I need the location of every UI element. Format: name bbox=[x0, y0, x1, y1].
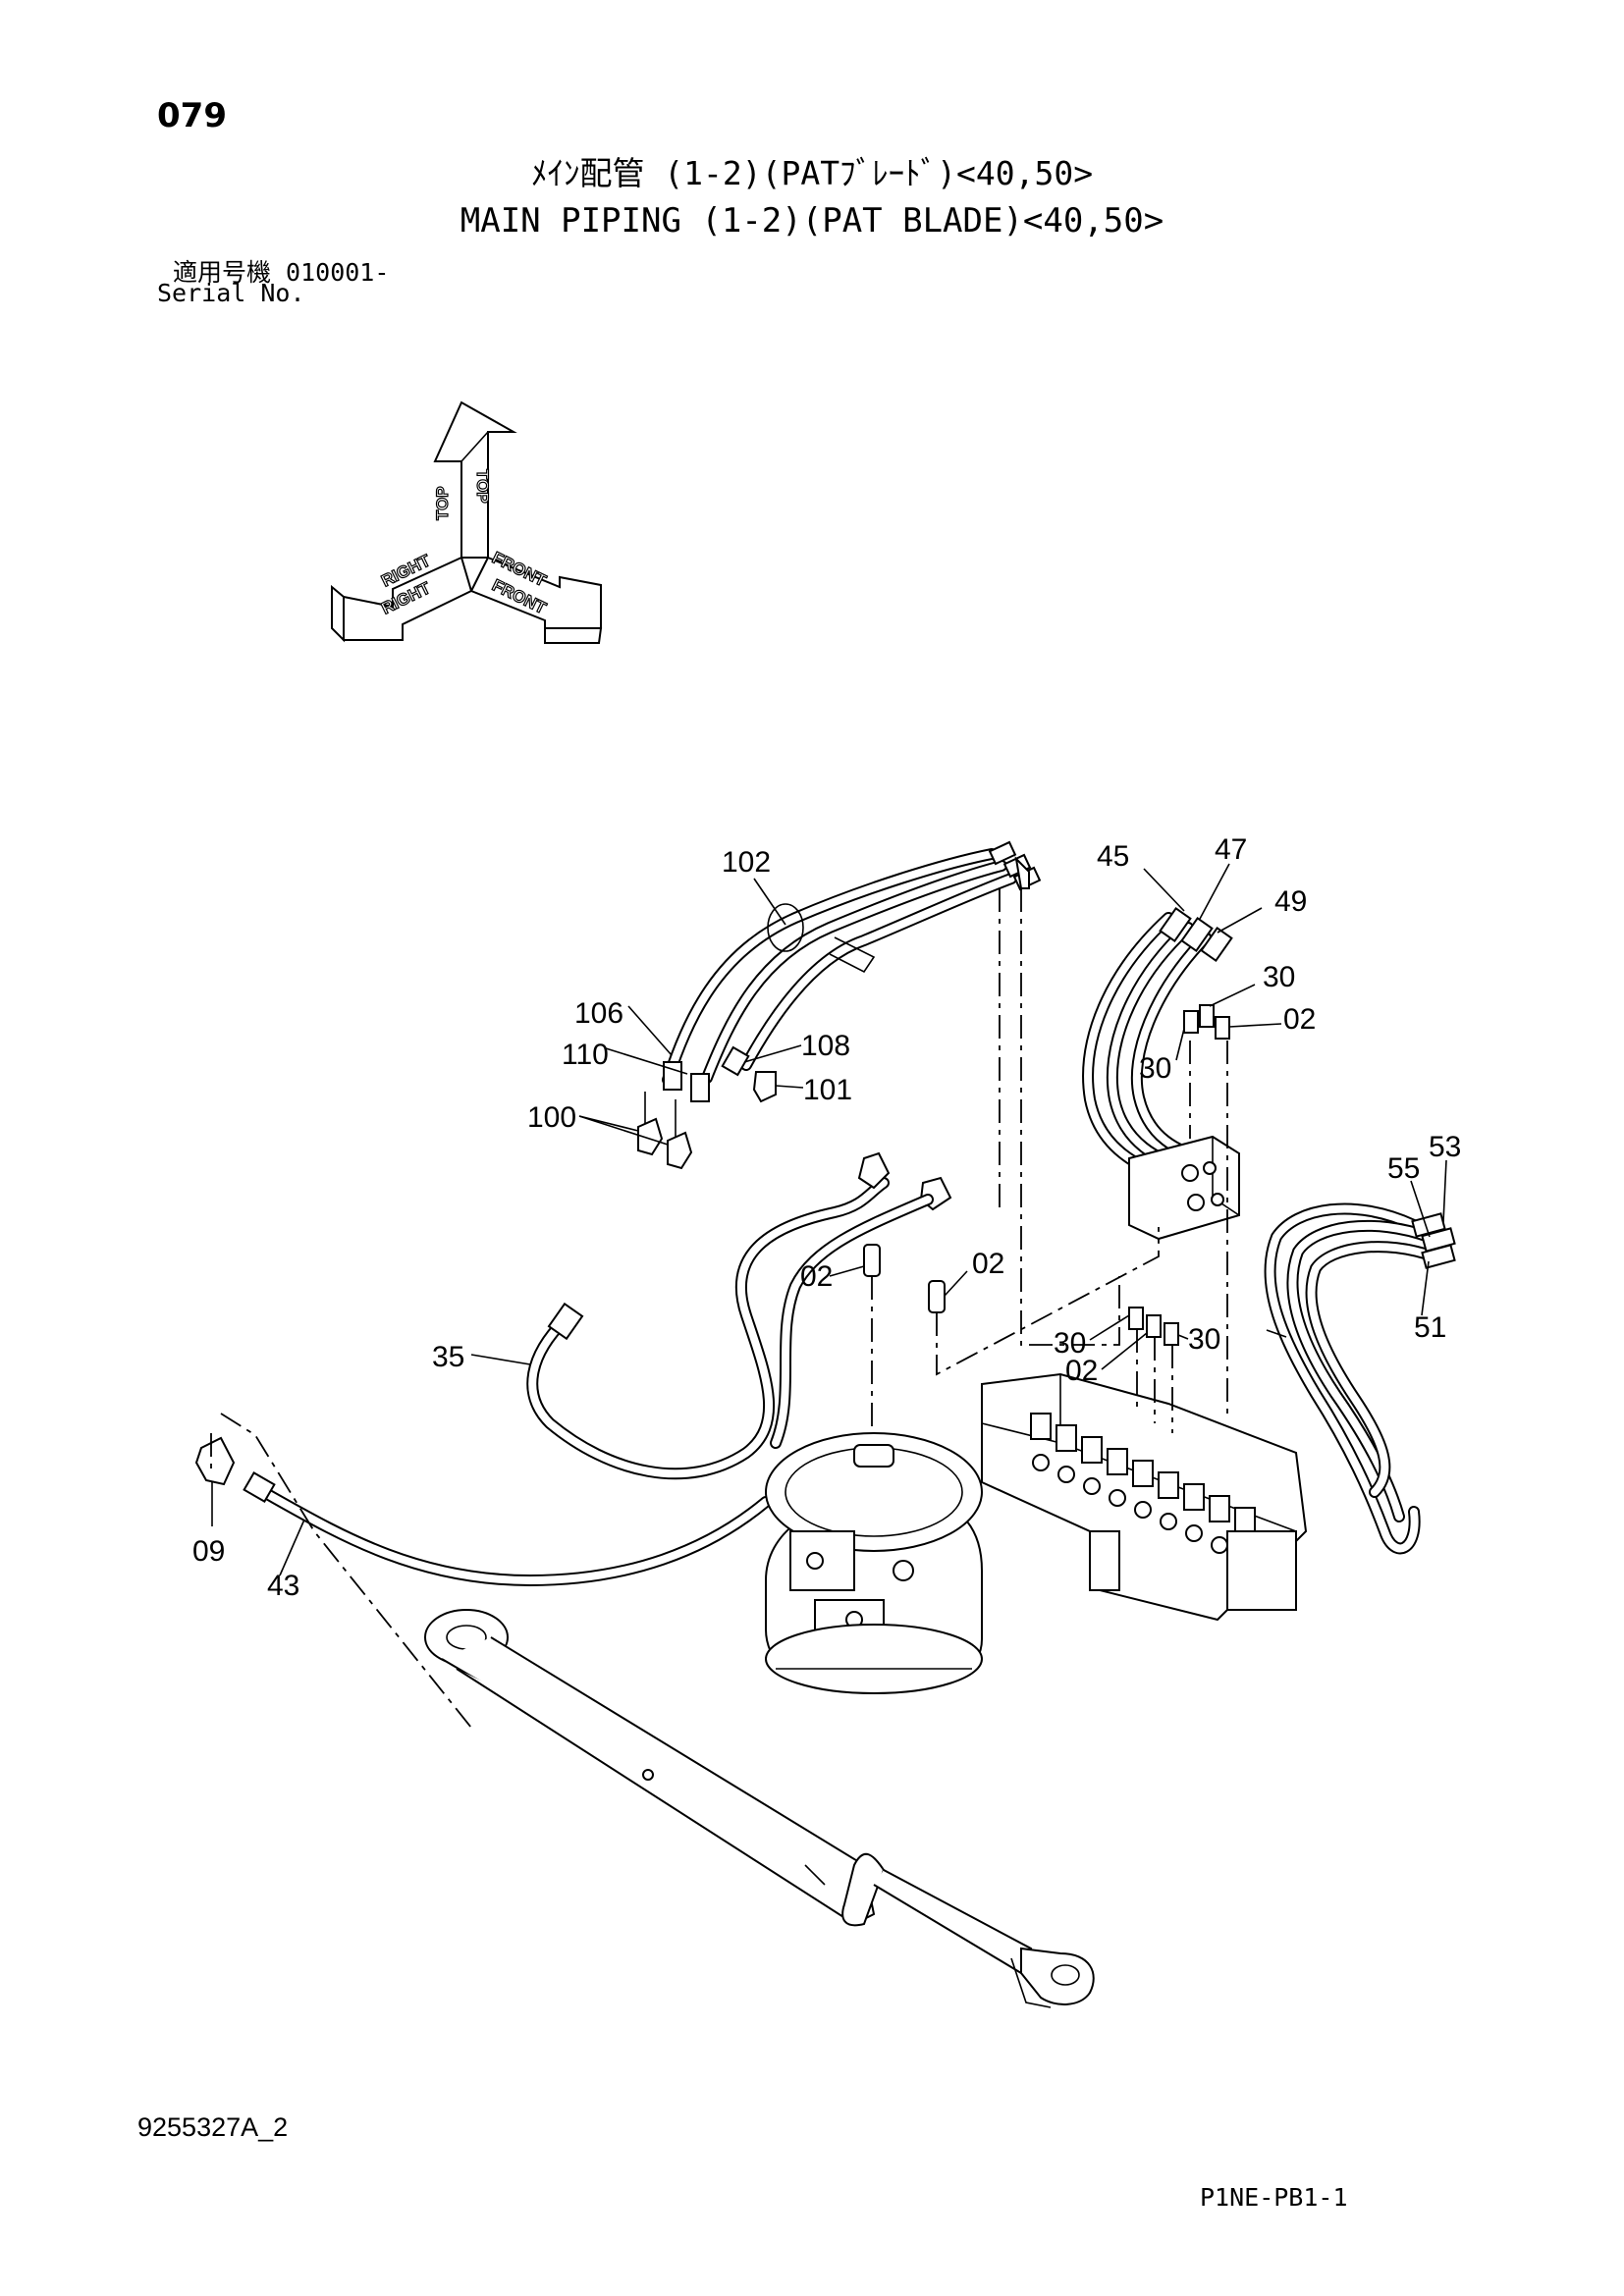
callout-09: 09 bbox=[192, 1535, 225, 1568]
valve-port bbox=[1057, 1466, 1075, 1483]
swing-motor bbox=[765, 1432, 983, 1694]
orientation-label-top-1: TOP bbox=[473, 469, 492, 504]
hose-assembly-45-47-49 bbox=[1082, 906, 1240, 1414]
callout-leaders bbox=[211, 863, 1447, 1576]
adapter-30-b bbox=[1199, 1004, 1215, 1028]
adapter-02-lower bbox=[1146, 1314, 1162, 1338]
callout-53: 53 bbox=[1429, 1131, 1461, 1163]
blade-cylinder bbox=[424, 1609, 1095, 2008]
valve-spool bbox=[1209, 1495, 1230, 1522]
fitting-110 bbox=[690, 1073, 710, 1102]
callout-100: 100 bbox=[527, 1101, 576, 1134]
valve-spool bbox=[1132, 1460, 1154, 1487]
callout-30-lower-right: 30 bbox=[1188, 1323, 1220, 1356]
left-arrow-face bbox=[331, 584, 345, 643]
valve-spool bbox=[1158, 1471, 1179, 1499]
callout-51: 51 bbox=[1414, 1311, 1446, 1344]
valve-port bbox=[1185, 1524, 1203, 1542]
callout-45: 45 bbox=[1097, 840, 1129, 873]
elbow-fitting-100b bbox=[667, 1131, 693, 1170]
callout-49: 49 bbox=[1274, 885, 1307, 918]
callout-43: 43 bbox=[267, 1570, 299, 1602]
valve-port bbox=[1134, 1501, 1152, 1519]
control-valve bbox=[981, 1307, 1308, 1622]
adapter-30-lower-right bbox=[1164, 1322, 1179, 1346]
valve-port bbox=[1211, 1536, 1228, 1554]
title-japanese: ﾒｲﾝ配管 (1-2)(PATﾌﾞﾚｰﾄﾞ)<40,50> bbox=[530, 154, 1094, 192]
hose-43 bbox=[194, 1413, 772, 1729]
valve-spool bbox=[1234, 1507, 1256, 1534]
valve-spool bbox=[1030, 1413, 1052, 1440]
fitting-09 bbox=[194, 1436, 236, 1486]
up-arrow-shape bbox=[433, 400, 517, 559]
callout-02-left: 02 bbox=[800, 1260, 833, 1293]
callout-47: 47 bbox=[1215, 833, 1247, 866]
right-arrow-base bbox=[544, 627, 603, 644]
callout-106: 106 bbox=[574, 997, 623, 1030]
callout-102: 102 bbox=[722, 846, 771, 879]
adapter-30-lower bbox=[1128, 1307, 1144, 1330]
callout-02-right: 02 bbox=[972, 1248, 1004, 1280]
hose-clamp bbox=[767, 903, 804, 952]
callout-30-lower-left: 30 bbox=[1054, 1327, 1086, 1360]
callout-02-lower: 02 bbox=[1065, 1355, 1098, 1387]
adapter-02-right bbox=[928, 1280, 946, 1313]
hose-bundle-102 bbox=[637, 840, 1042, 1170]
elbow-fitting-100a bbox=[637, 1117, 664, 1156]
valve-port bbox=[1109, 1489, 1126, 1507]
callout-110: 110 bbox=[562, 1039, 609, 1071]
valve-port bbox=[1160, 1513, 1177, 1530]
page-number: 079 bbox=[157, 96, 227, 135]
hose-assembly-51-53-55 bbox=[1264, 1202, 1456, 1555]
valve-spool bbox=[1081, 1436, 1103, 1464]
serial-label-japanese: 適用号機 010001- bbox=[173, 258, 390, 287]
valve-port bbox=[1032, 1454, 1050, 1471]
callout-30-upper-right: 30 bbox=[1263, 961, 1295, 993]
fitting-106 bbox=[663, 1061, 682, 1091]
callout-101: 101 bbox=[803, 1074, 852, 1106]
orientation-label-top-2: TOP bbox=[433, 486, 452, 520]
document-number: 9255327A_2 bbox=[137, 2112, 289, 2142]
valve-spools bbox=[1030, 1413, 1256, 1566]
adapter-30-a bbox=[1183, 1010, 1199, 1034]
sheet-code: P1NE-PB1-1 bbox=[1200, 2183, 1348, 2212]
adapter-02-left bbox=[863, 1244, 881, 1277]
callout-35: 35 bbox=[432, 1341, 464, 1373]
callout-30-upper-left: 30 bbox=[1139, 1052, 1171, 1085]
callout-108: 108 bbox=[801, 1030, 850, 1062]
valve-spool bbox=[1056, 1424, 1077, 1452]
serial-label-english: Serial No. bbox=[157, 279, 305, 307]
callout-55: 55 bbox=[1387, 1152, 1420, 1185]
orientation-indicator: TOP TOP RIGHT RIGHT FRONT FRONT bbox=[331, 400, 603, 644]
hose-35 bbox=[526, 1151, 1160, 1480]
callout-02-upper: 02 bbox=[1283, 1003, 1316, 1036]
valve-spool bbox=[1107, 1448, 1128, 1475]
valve-spool bbox=[1183, 1483, 1205, 1511]
elbow-fitting-101 bbox=[752, 1071, 777, 1103]
valve-port bbox=[1083, 1477, 1101, 1495]
adapter-02-a bbox=[1215, 1016, 1230, 1040]
title-english: MAIN PIPING (1-2)(PAT BLADE)<40,50> bbox=[460, 201, 1164, 240]
